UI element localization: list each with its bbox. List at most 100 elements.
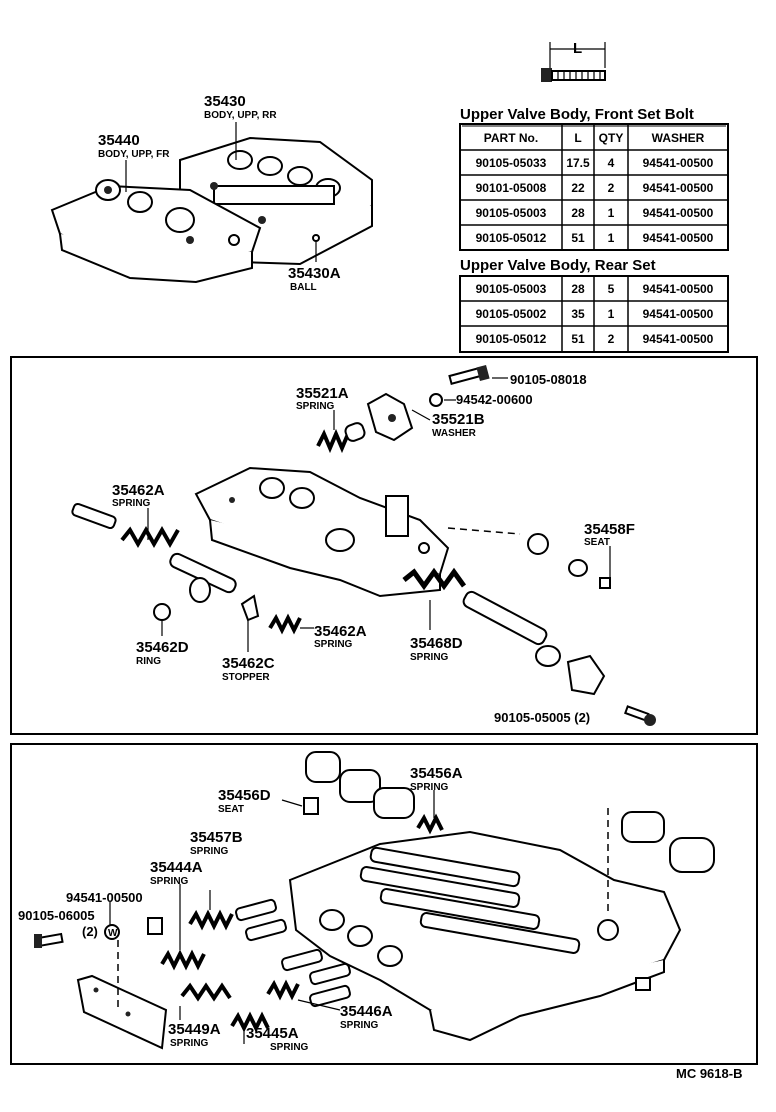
washer-94542-drawing [429,393,443,407]
table-cell: 90105-05033 [476,156,547,170]
label-90105-05005-2: 90105-05005 (2) [494,710,590,725]
table-cell: 17.5 [566,156,590,170]
spring-35456A-drawing [416,813,444,835]
label-35462A-num-1: 35462A [112,482,165,499]
table-cell: 90105-05002 [476,307,547,321]
table-cell: 1 [608,206,615,220]
bolt-dimension-icon: L [541,40,606,82]
table-cell: 28 [571,282,585,296]
table-cell: 22 [571,181,585,195]
table-cell: 4 [608,156,615,170]
label-35449A-name: SPRING [170,1038,209,1049]
table-cell: 35 [571,307,585,321]
label-94541-00500: 94541-00500 [66,890,143,905]
label-35440-name: BODY, UPP, FR [98,149,170,160]
upper-valve-body-front-drawing [50,179,262,284]
left-valve-assembly-drawing [71,502,302,635]
label-35458F-name: SEAT [584,537,610,548]
label-35521B-num: 35521B [432,411,485,428]
ball-drawing [312,234,320,262]
label-35456D-name: SEAT [218,804,244,815]
table-cell: 1 [608,307,615,321]
table-cell: 5 [608,282,615,296]
label-35446A-name: SPRING [340,1020,379,1031]
label-35462A-name-2: SPRING [314,639,353,650]
label-35462D-name: RING [136,656,161,667]
label-35449A-num: 35449A [168,1021,221,1038]
table-cell: 2 [608,332,615,346]
table-cell: 1 [608,231,615,245]
washer-mark: W [108,928,118,939]
label-35445A-num: 35445A [246,1025,299,1042]
table-cell: 51 [571,332,585,346]
label-35462A-name-1: SPRING [112,498,151,509]
label-35457B-name: SPRING [190,846,229,857]
label-35430-num: 35430 [204,93,246,110]
label-35430A-num: 35430A [288,265,341,282]
front-table-title: Upper Valve Body, Front Set Bolt [460,106,694,123]
middle-panel-frame [10,356,758,735]
label-90105-08018: 90105-08018 [510,372,587,387]
table-cell: 94541-00500 [643,206,714,220]
header-part-no: PART No. [484,131,538,145]
label-35462C-name: STOPPER [222,672,270,683]
header-qty: QTY [599,131,624,145]
table-cell: 94541-00500 [643,231,714,245]
label-35458F-num: 35458F [584,521,635,538]
bolt-90105-08018-drawing [448,364,490,385]
table-cell: 94541-00500 [643,332,714,346]
lower-springs-drawing [147,898,651,1033]
label-35430-name: BODY, UPP, RR [204,110,277,121]
label-94542-00600: 94542-00600 [456,392,533,407]
front-upper-valve-body-drawing [194,466,450,598]
table-cell: 94541-00500 [643,307,714,321]
sleeves-drawing [303,751,715,912]
header-l: L [574,131,581,145]
label-35446A-num: 35446A [340,1003,393,1020]
spring-35521A-drawing [316,422,366,454]
label-35521A-name: SPRING [296,401,335,412]
table-cell: 2 [608,181,615,195]
label-90105-06005: 90105-06005 [18,908,95,923]
label-qty-2: (2) [82,924,98,939]
label-35462C-num: 35462C [222,655,275,672]
table-cell: 28 [571,206,585,220]
label-35456A-name: SPRING [410,782,449,793]
label-35457B-num: 35457B [190,829,243,846]
table-cell: 90105-05012 [476,231,547,245]
label-35468D-num: 35468D [410,635,463,652]
table-cell: 90105-05003 [476,206,547,220]
table-cell: 94541-00500 [643,181,714,195]
label-35462D-num: 35462D [136,639,189,656]
label-35444A-num: 35444A [150,859,203,876]
header-washer: WASHER [652,131,705,145]
label-35462A-num-2: 35462A [314,623,367,640]
table-cell: 90101-05008 [476,181,547,195]
label-35456D-num: 35456D [218,787,271,804]
table-cell: 94541-00500 [643,156,714,170]
label-35445A-name: SPRING [270,1042,309,1053]
lower-valve-body-drawing [288,830,682,1042]
label-35456A-num: 35456A [410,765,463,782]
table-cell: 51 [571,231,585,245]
right-valve-assembly-drawing [402,527,611,696]
drawing-code: MC 9618-B [676,1066,742,1081]
table-cell: 94541-00500 [643,282,714,296]
table-cell: 90105-05003 [476,282,547,296]
bottom-panel-frame [10,743,758,1065]
bolt-90105-05005-drawing [624,705,656,726]
label-35430A-name: BALL [290,282,317,293]
label-35468D-name: SPRING [410,652,449,663]
label-35521A-num: 35521A [296,385,349,402]
front-set-bolt-table: Upper Valve Body, Front Set Bolt PART No… [459,106,729,251]
label-35521B-name: WASHER [432,428,477,439]
washer-icon [104,924,120,940]
bolt-dimension-label: L [573,40,582,57]
rear-set-table: Upper Valve Body, Rear Set 90105-05003 2… [459,257,729,353]
label-35440-num: 35440 [98,132,140,149]
rear-table-title: Upper Valve Body, Rear Set [460,257,656,274]
label-35444A-name: SPRING [150,876,189,887]
cover-plate-drawing [34,932,168,1050]
table-cell: 90105-05012 [476,332,547,346]
